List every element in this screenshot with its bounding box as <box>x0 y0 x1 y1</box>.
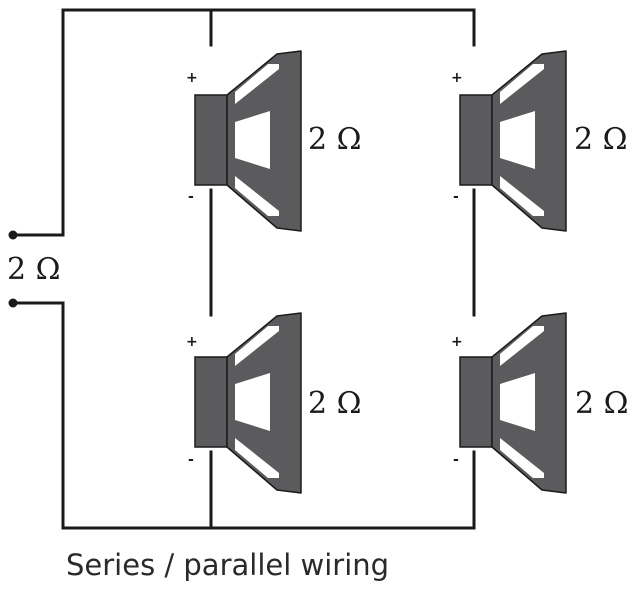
impedance-label: 2 Ω <box>308 386 362 421</box>
left-wire-upper <box>11 8 476 237</box>
amp-impedance-label: 2 Ω <box>7 252 61 287</box>
impedance-label: 2 Ω <box>574 122 628 157</box>
speaker-top-right: + - 2 Ω <box>451 50 628 232</box>
minus-label: - <box>188 189 194 205</box>
speaker-bottom-right: + - 2 Ω <box>451 312 629 494</box>
plus-label: + <box>186 70 198 86</box>
speaker-top-left: + - 2 Ω <box>186 50 362 232</box>
terminal-positive <box>8 230 18 240</box>
impedance-label: 2 Ω <box>575 386 629 421</box>
left-wire-lower <box>11 301 476 530</box>
minus-label: - <box>453 452 459 468</box>
minus-label: - <box>453 189 459 205</box>
speaker-icon <box>459 312 567 494</box>
plus-label: + <box>451 70 463 86</box>
terminal-negative <box>8 298 18 308</box>
speaker-icon <box>459 50 567 232</box>
speaker-bottom-left: + - 2 Ω <box>186 312 362 494</box>
amp-terminals <box>8 230 18 308</box>
diagram-caption: Series / parallel wiring <box>66 548 390 582</box>
plus-label: + <box>451 334 463 350</box>
wires <box>11 8 476 530</box>
minus-label: - <box>188 452 194 468</box>
impedance-label: 2 Ω <box>308 122 362 157</box>
plus-label: + <box>186 334 198 350</box>
